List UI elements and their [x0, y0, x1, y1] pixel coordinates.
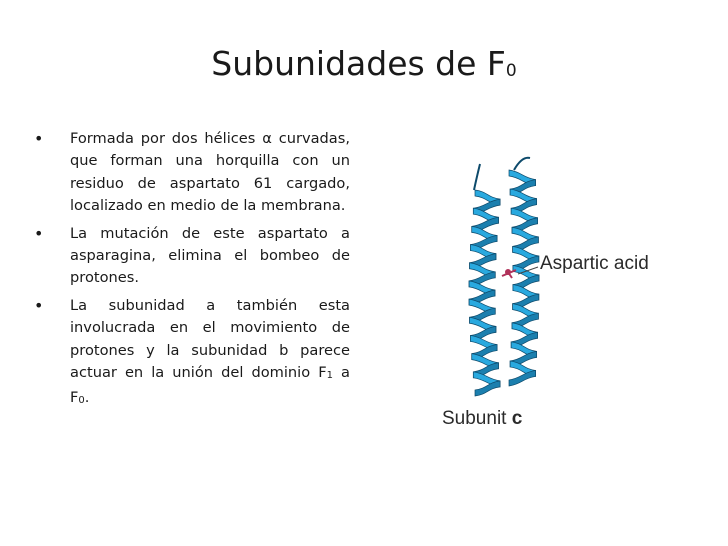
bullet-text: Formada por dos hélices α curvadas, que …: [70, 130, 350, 215]
bullet-dot: •: [34, 295, 44, 315]
slide-title-text: Subunidades de F: [211, 44, 506, 83]
bullet-list: • Formada por dos hélices α curvadas, qu…: [34, 128, 350, 418]
bullet-text: .: [84, 389, 90, 407]
helix-left: [468, 163, 501, 397]
subunit-c-label: Subunit c: [442, 408, 522, 430]
helix-segment: [508, 370, 536, 387]
bullet-subscript: 1: [326, 370, 333, 382]
aspartic-acid-residue: [501, 269, 517, 279]
bullet-item: • Formada por dos hélices α curvadas, qu…: [34, 128, 350, 218]
bullet-item: • La mutación de este aspartato a aspara…: [34, 223, 350, 290]
aspartic-acid-label: Aspartic acid: [540, 253, 649, 274]
slide-title: Subunidades de F0: [0, 44, 728, 84]
helix-right: [508, 156, 540, 387]
bullet-subscript: 0: [78, 395, 85, 407]
bullet-text: a F: [70, 364, 350, 407]
bullet-dot: •: [34, 223, 44, 243]
bullet-dot: •: [34, 129, 44, 148]
bullet-text: La mutación de este aspartato a asparagi…: [70, 224, 350, 287]
helix-segment: [474, 380, 501, 397]
residue-pointer-line: [517, 266, 539, 275]
slide-title-subscript: 0: [505, 61, 517, 81]
bullet-text: La subunidad a también esta involucrada …: [70, 296, 350, 382]
helix-terminus: [473, 163, 481, 191]
helix-terminus: [513, 156, 531, 171]
subunit-label-prefix: Subunit: [442, 408, 512, 429]
subunit-label-letter: c: [511, 408, 523, 429]
helix-hairpin-figure: [468, 156, 540, 397]
bullet-item: • La subunidad a también esta involucrad…: [34, 295, 350, 413]
